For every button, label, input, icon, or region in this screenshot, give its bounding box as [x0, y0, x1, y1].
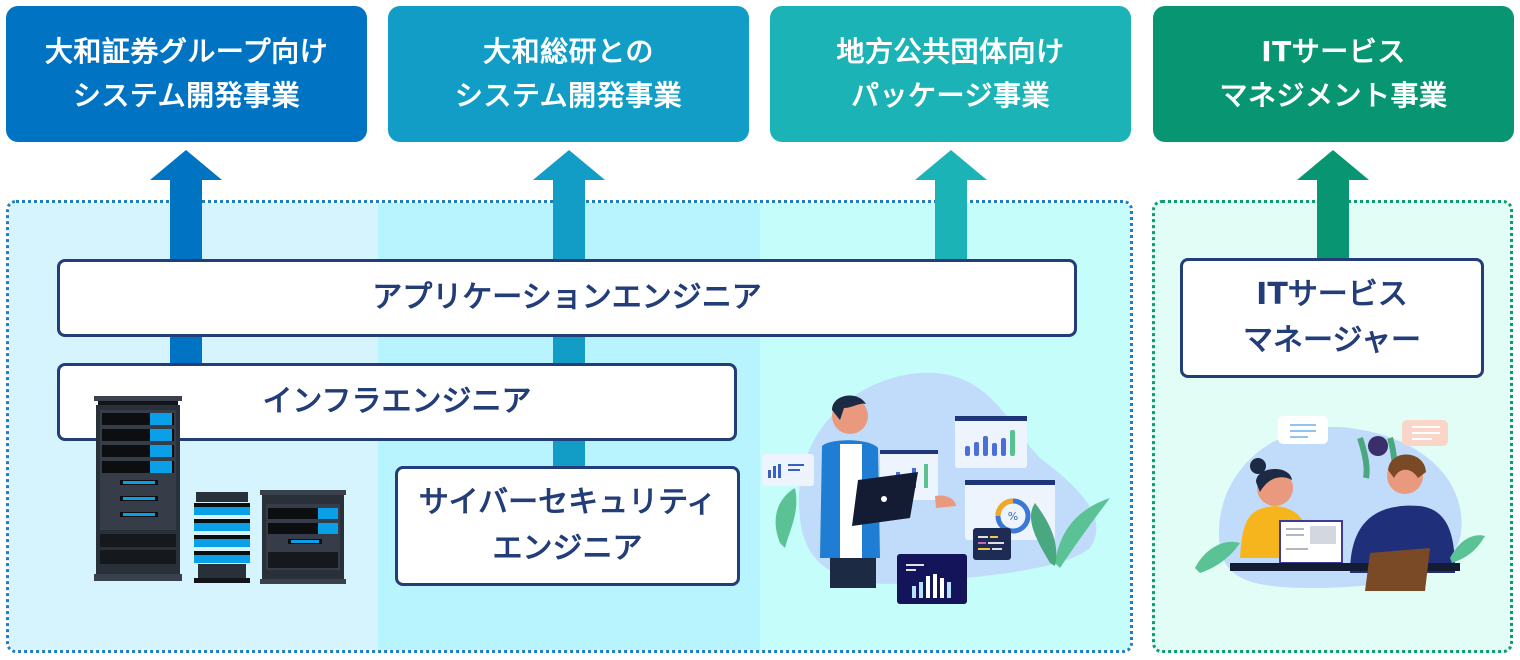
service-manager-meeting-illustration [1195, 416, 1485, 591]
engineer-with-dashboards-illustration: % [762, 372, 1110, 604]
dark-chart-card-icon [897, 554, 967, 604]
chart-card-icon [955, 416, 1027, 468]
business-box-local-government: 地方公共団体向け パッケージ事業 [770, 6, 1131, 142]
plant-icon [1195, 535, 1485, 573]
business-label-line: 地方公共団体向け [836, 35, 1065, 68]
role-label: インフラエンジニア [262, 384, 532, 419]
business-label-line: 大和証券グループ向け [44, 35, 329, 68]
business-label-line: マネジメント事業 [1219, 79, 1448, 112]
business-label-line: システム開発事業 [454, 79, 683, 112]
person-icon [820, 395, 956, 588]
plant-icon [775, 488, 1110, 568]
role-application-engineer: アプリケーションエンジニア [57, 259, 1077, 337]
small-chart-card-icon [762, 454, 814, 486]
speech-bubble-icon [1278, 416, 1328, 444]
business-label-line: パッケージ事業 [851, 79, 1050, 112]
server-racks-illustration [94, 396, 346, 584]
role-label: ITサービス [1256, 277, 1408, 312]
desk [1230, 563, 1460, 571]
laptop-icon [1279, 520, 1343, 564]
chair-icon [1365, 548, 1430, 591]
code-card-icon [973, 528, 1011, 560]
role-it-service-manager: ITサービス マネージャー [1180, 258, 1484, 378]
business-box-it-service-management: ITサービス マネジメント事業 [1153, 6, 1514, 142]
role-label: エンジニア [492, 531, 643, 566]
server-rack-icon [94, 396, 182, 581]
business-label-line: システム開発事業 [72, 79, 301, 112]
role-label: マネージャー [1243, 323, 1421, 358]
business-box-daiwa-soken: 大和総研との システム開発事業 [388, 6, 749, 142]
server-rack-icon [260, 490, 346, 584]
speech-bubble-icon [1402, 420, 1448, 446]
role-label: サイバーセキュリティ [418, 485, 717, 520]
business-box-daiwa-group: 大和証券グループ向け システム開発事業 [6, 6, 367, 142]
business-label-line: ITサービス [1261, 35, 1406, 68]
role-cyber-security-engineer: サイバーセキュリティ エンジニア [395, 466, 740, 586]
woman-icon [1240, 458, 1312, 558]
business-label-line: 大和総研との [483, 35, 654, 68]
server-rack-icon [194, 492, 250, 583]
svg-text:%: % [1008, 510, 1018, 523]
role-label: アプリケーションエンジニア [372, 280, 762, 315]
